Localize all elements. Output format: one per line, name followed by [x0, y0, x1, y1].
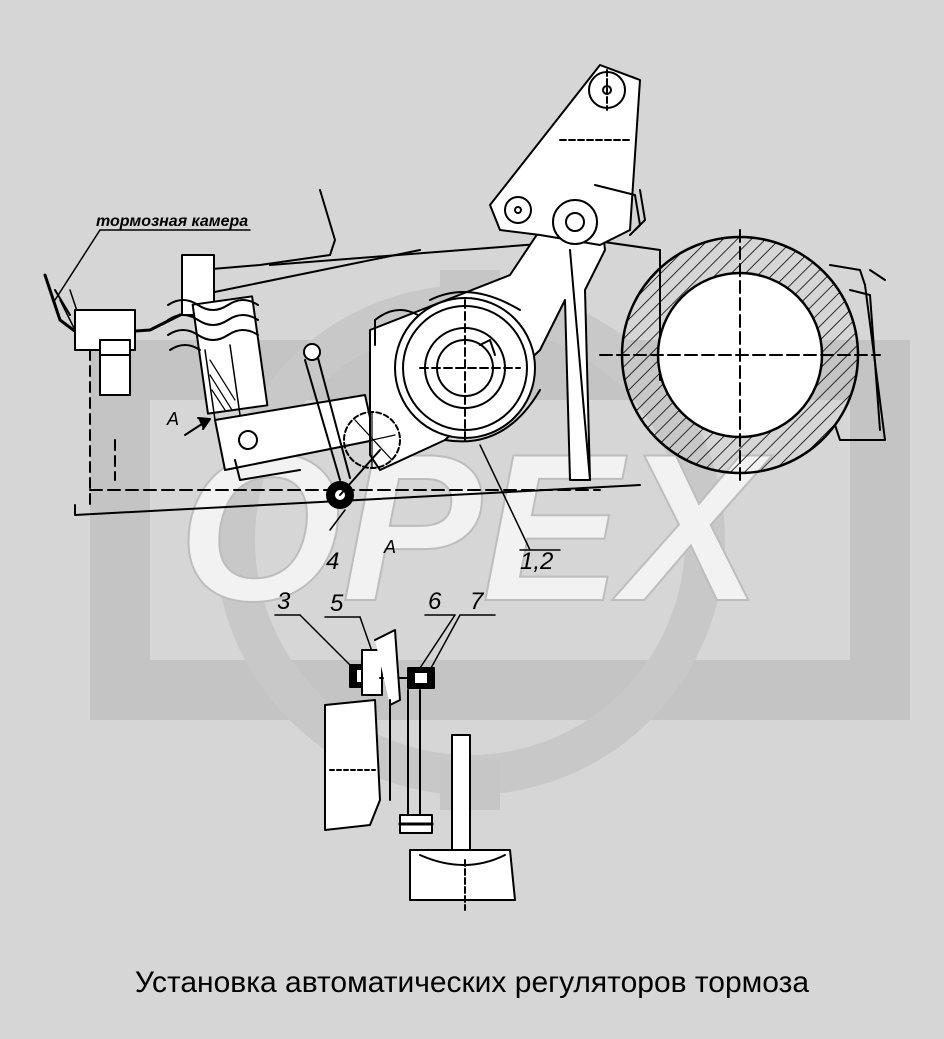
item-6-label: 6: [428, 588, 442, 615]
item-5-label: 5: [330, 590, 344, 617]
item-7-label: 7: [470, 588, 484, 615]
item-4-label: 4: [326, 548, 340, 575]
view-a-arrow-label: А: [167, 409, 180, 429]
item-1-2-label: 1,2: [520, 548, 554, 575]
brake-assembly: [43, 64, 886, 911]
figure-caption: Установка автоматических регуляторов тор…: [134, 966, 810, 999]
view-a-label: А: [384, 537, 397, 557]
item-3-label: 3: [277, 588, 291, 615]
brake-chamber-label: тормозная камера: [96, 213, 249, 230]
